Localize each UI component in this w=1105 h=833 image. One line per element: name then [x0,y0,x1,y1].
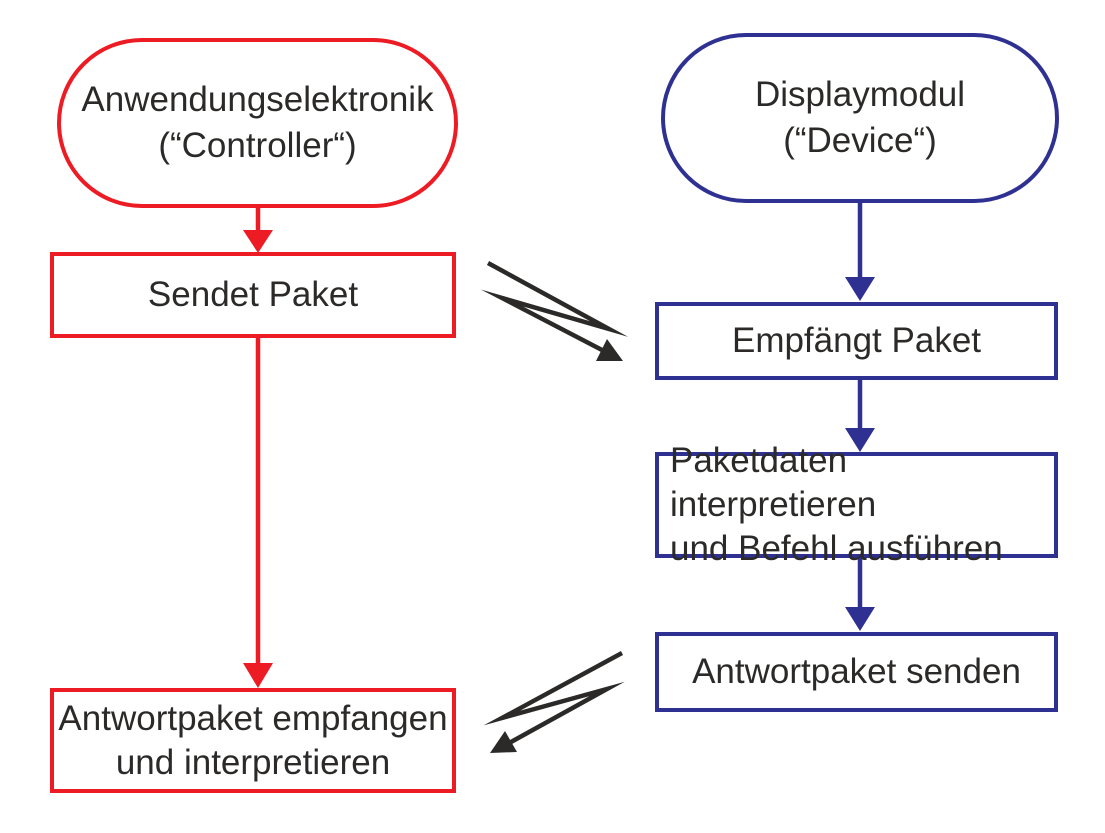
device-receive-step-node: Empfängt Paket [655,302,1058,380]
device-interpret-step-line2: und Befehl ausführen [670,529,1003,568]
controller-send-step-node: Sendet Paket [50,252,456,338]
device-send-step-node: Antwortpaket senden [655,632,1058,712]
send-to-receive-long-arrow [243,336,273,688]
device-to-receive-arrow [845,203,875,301]
device-send-step-label: Antwortpaket senden [692,652,1021,691]
receive-to-interpret-arrow [845,378,875,452]
controller-receive-step-node: Antwortpaket empfangen und interpretiere… [50,688,456,793]
controller-terminal-title: Anwendungselektronik [81,80,434,119]
request-transmission-zigzag-arrow [480,261,629,361]
device-terminal-node: Displaymodul (“Device“) [661,33,1059,203]
controller-terminal-node: Anwendungselektronik (“Controller“) [57,38,458,208]
device-receive-step-label: Empfängt Paket [731,321,982,360]
controller-to-send-arrow [243,206,273,253]
device-interpret-step-node: Paketdaten interpretieren und Befehl aus… [655,441,1058,568]
controller-receive-step-line2: und interpretieren [115,742,391,782]
controller-receive-step-line1: Antwortpaket empfangen [58,698,448,738]
controller-terminal-subtitle: (“Controller“) [158,126,357,165]
interpret-to-send-arrow [845,556,875,631]
response-transmission-zigzag-arrow [483,651,625,753]
controller-send-step-label: Sendet Paket [147,275,359,314]
device-terminal-title: Displaymodul [754,75,966,114]
device-terminal-subtitle: (“Device“) [783,121,937,160]
device-interpret-step-line1: Paketdaten interpretieren [670,441,877,524]
